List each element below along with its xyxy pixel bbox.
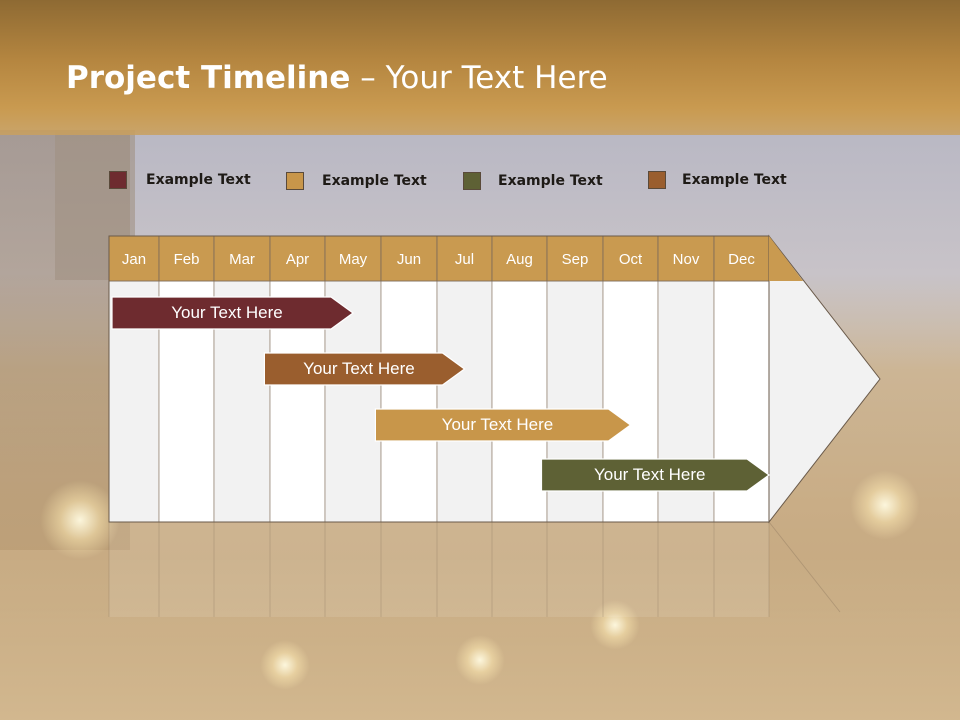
month-header-jun [380, 235, 438, 282]
task-bar-4 [540, 458, 771, 492]
month-column-aug [491, 280, 548, 523]
title-bold: Project Timeline [66, 60, 351, 96]
month-label-oct: Oct [619, 251, 643, 268]
month-header-sep [546, 235, 604, 282]
month-label-jan: Jan [122, 251, 146, 268]
month-label-apr: Apr [286, 251, 309, 268]
street-light-glow [850, 470, 920, 540]
legend-swatch-4 [648, 171, 666, 189]
task-bar-1 [111, 296, 355, 330]
street-light-glow [455, 635, 505, 685]
arrow-head-header [769, 236, 803, 281]
task-bar-label-4: Your Text Here [593, 465, 706, 484]
legend-label-4: Example Text [682, 172, 787, 188]
legend-swatch-1 [109, 171, 127, 189]
legend-label-3: Example Text [498, 173, 603, 189]
task-bar-label-3: Your Text Here [441, 415, 554, 434]
timeline-arrow-head [768, 234, 881, 524]
legend-swatch-2 [286, 172, 304, 190]
month-header-apr [269, 235, 326, 282]
header-band [0, 0, 960, 135]
month-label-aug: Aug [506, 251, 533, 268]
reflection-arrow-edge [768, 521, 841, 613]
street-light-glow [590, 600, 640, 650]
title-rest: – Your Text Here [350, 60, 608, 96]
legend-label-2: Example Text [322, 173, 427, 189]
task-bars [111, 296, 771, 492]
street-light-glow [40, 480, 120, 560]
timeline-reflection [108, 521, 841, 617]
month-label-feb: Feb [174, 251, 200, 268]
legend-swatch-3 [463, 172, 481, 190]
slide-title: Project Timeline – Your Text Here [66, 60, 608, 96]
month-label-mar: Mar [229, 251, 255, 268]
task-bar-3 [374, 408, 632, 442]
legend-label-1: Example Text [146, 172, 251, 188]
month-label-jul: Jul [455, 251, 474, 268]
month-header-dec [713, 235, 770, 282]
month-column-jul [436, 280, 493, 523]
month-label-may: May [339, 251, 368, 268]
month-header-row: Jan Feb Mar Apr May Jun Jul Aug Sep Oct Nov Dec [108, 235, 770, 523]
month-label-dec: Dec [728, 251, 755, 268]
task-bar-label-2: Your Text Here [303, 359, 415, 378]
month-header-mar [213, 235, 271, 282]
month-label-sep: Sep [562, 251, 589, 268]
month-label-nov: Nov [673, 251, 700, 268]
month-label-jun: Jun [397, 251, 421, 268]
month-header-nov [657, 235, 715, 282]
month-column-jun [380, 280, 438, 523]
task-bar-label-1: Your Text Here [171, 303, 283, 322]
reflection-body [109, 522, 769, 617]
street-light-glow [260, 640, 310, 690]
month-header-jul [436, 235, 493, 282]
task-bar-2 [263, 352, 466, 386]
arrow-head-body [768, 234, 881, 524]
